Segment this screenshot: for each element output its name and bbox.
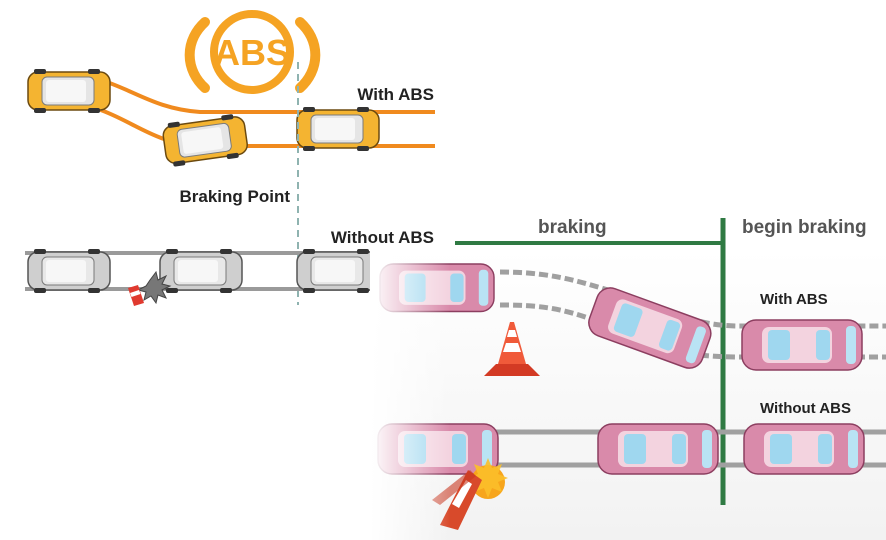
car-with-abs-3: [296, 106, 380, 152]
collision-icon: [128, 270, 172, 306]
car-without-abs-3: [296, 248, 380, 294]
braking-point-label: Braking Point: [179, 187, 290, 206]
pink-car-without-abs-3: [743, 423, 865, 475]
car-with-abs-1: [27, 68, 111, 114]
car-without-abs-1: [27, 248, 111, 294]
without-abs-label-top: Without ABS: [331, 228, 434, 247]
abs-warning-icon: [184, 10, 321, 94]
braking-label: braking: [538, 217, 607, 238]
with-abs-label-top: With ABS: [357, 85, 434, 104]
car-without-abs-2: [159, 248, 243, 294]
pink-car-without-abs-2: [597, 423, 719, 475]
abs-badge-text: ABS: [214, 32, 290, 73]
top-diagram: ABS With ABS Braking Point Without ABS: [25, 10, 435, 306]
without-abs-label-bottom: Without ABS: [760, 400, 851, 417]
with-abs-label-bottom: With ABS: [760, 291, 828, 308]
traffic-cone-icon: [484, 322, 540, 376]
begin-braking-label: begin braking: [742, 217, 867, 238]
car-with-abs-2: [160, 111, 250, 169]
pink-car-with-abs-3: [741, 319, 863, 371]
bottom-diagram: braking begin braking With ABS Without A…: [370, 217, 886, 540]
